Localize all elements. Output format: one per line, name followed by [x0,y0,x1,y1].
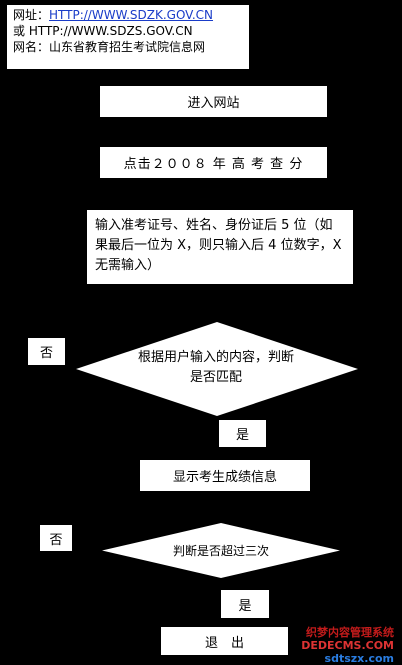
watermark-line3: sdtszx.com [324,652,394,665]
step-show-scores: 显示考生成绩信息 [140,460,310,491]
decision-match-text: 根据用户输入的内容，判断是否匹配 [137,350,294,385]
step-exit: 退 出 [161,627,288,655]
watermark-line1: 织梦内容管理系统 [306,626,394,639]
url-line: 网址：HTTP://WWW.SDZK.GOV.CN [13,7,243,23]
step-input-info: 输入准考证号、姓名、身份证后 5 位（如果最后一位为 X，则只输入后 4 位数字… [87,210,353,284]
url-prefix: 网址： [13,8,50,22]
site-name: 网名：山东省教育招生考试院信息网 [13,40,206,54]
decision-retry-text: 判断是否超过三次 [172,543,269,558]
decision-match-diamond [76,322,358,416]
alt-url: 或 HTTP://WWW.SDZS.GOV.CN [13,24,193,38]
step-click-query: 点击２００８ 年 高 考 查 分 [100,147,327,178]
yes-label-1: 是 [219,420,266,447]
site-info-box: 网址：HTTP://WWW.SDZK.GOV.CN 或 HTTP://WWW.S… [7,5,249,69]
site-url-link[interactable]: HTTP://WWW.SDZK.GOV.CN [49,8,214,22]
yes-label-2: 是 [221,590,269,618]
no-label-2: 否 [40,525,72,551]
step-enter-site: 进入网站 [100,86,327,117]
watermark: 织梦内容管理系统 DEDECMS.COM sdtszx.com [274,626,394,665]
no-label-1: 否 [28,338,65,365]
decision-retry-diamond [102,523,340,578]
watermark-line2: DEDECMS.COM [301,639,394,652]
